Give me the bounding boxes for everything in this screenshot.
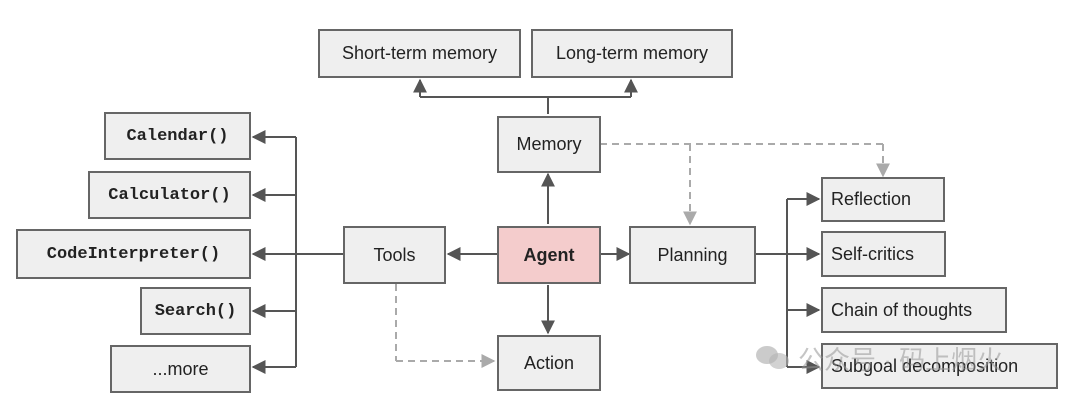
calculator-tool-node: Calculator() [88,171,251,219]
planning-to-techniques-edges [756,192,821,374]
more-tools-node: ...more [110,345,251,393]
action-node: Action [497,335,601,391]
tools-node: Tools [343,226,446,284]
wechat-icon [756,344,790,372]
calendar-tool-node: Calendar() [104,112,251,160]
memory-to-submemory-edges [413,78,638,114]
planning-node: Planning [629,226,756,284]
tools-to-toollist-edges [251,130,343,374]
short-term-memory-node: Short-term memory [318,29,521,78]
long-term-memory-node: Long-term memory [531,29,733,78]
code-interpreter-tool-node: CodeInterpreter() [16,229,251,279]
watermark-text: 公众号 · 码上烟火 [798,344,1004,375]
search-tool-node: Search() [140,287,251,335]
subgoal-decomposition-node: Subgoal decomposition [821,343,1058,389]
watermark: 公众号 · 码上烟火 [756,338,1066,378]
dashed-edges [395,143,890,368]
memory-node: Memory [497,116,601,173]
reflection-node: Reflection [821,177,945,222]
chain-of-thoughts-node: Chain of thoughts [821,287,1007,333]
agent-node: Agent [497,226,601,284]
self-critics-node: Self-critics [821,231,946,277]
